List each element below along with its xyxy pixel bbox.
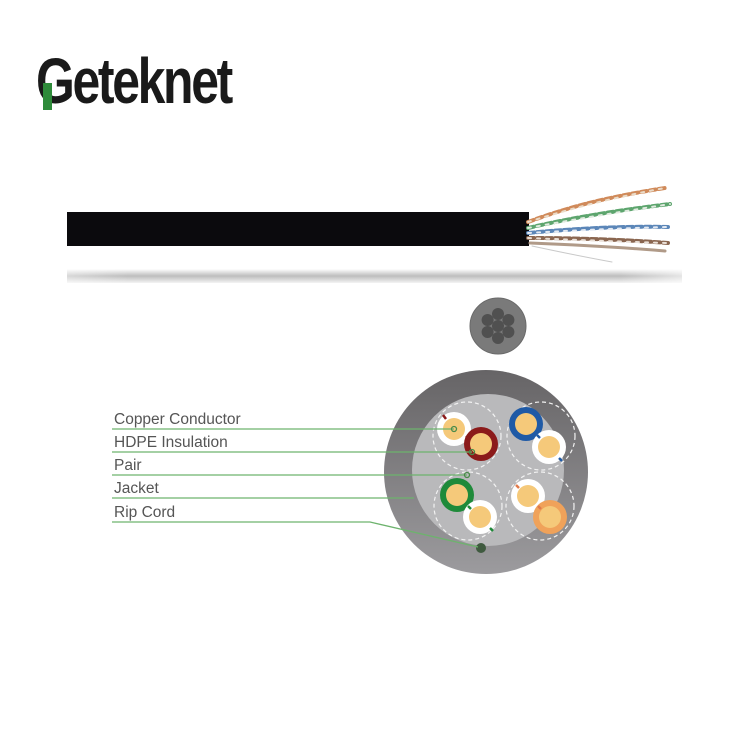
cable-side-view [67, 186, 682, 283]
label-jacket: Jacket [114, 480, 159, 497]
brand-logo: Geteknet [36, 49, 233, 113]
messenger-wire [469, 297, 527, 355]
pair-bottom-right [511, 479, 567, 534]
logo-rest-text: eteknet [72, 45, 233, 117]
pair-boundary-bottom-left [433, 471, 503, 541]
label-rip-cord: Rip Cord [114, 504, 176, 521]
twisted-pairs [526, 186, 672, 263]
cable-jacket [67, 212, 529, 246]
pair-boundary-top-right [506, 401, 576, 471]
rip-cord [476, 543, 486, 553]
label-copper-conductor: Copper Conductor [114, 411, 241, 428]
label-hdpe-insulation: HDPE Insulation [114, 434, 228, 451]
leader-lines [112, 425, 479, 548]
label-pair: Pair [114, 457, 142, 474]
pair-boundary-top-left [432, 401, 502, 471]
pair-boundary-bottom-right [505, 471, 575, 541]
pair-bottom-left [440, 478, 497, 534]
pair-top-right [509, 407, 566, 464]
logo-first-letter: G [36, 45, 75, 117]
logo-accent [43, 83, 52, 110]
cable-cross-section [112, 297, 588, 574]
leader-rip-cord [112, 521, 479, 548]
